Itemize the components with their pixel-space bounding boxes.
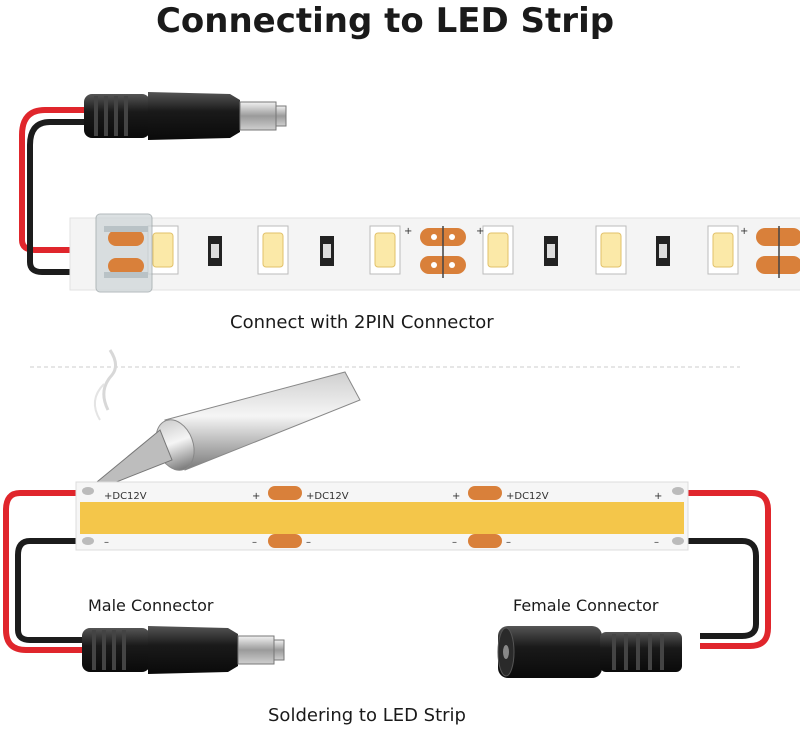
caption-soldering: Soldering to LED Strip [268,705,466,726]
plus-mark-3: + [654,491,662,502]
label-female-connector: Female Connector [513,596,659,615]
pad-label-3: +DC12V [506,491,549,502]
minus-mark-6: – [654,537,659,548]
plus-mark-1: + [252,491,260,502]
minus-mark-5: – [506,537,511,548]
svg-text:+: + [740,226,748,237]
svg-text:+: + [476,226,484,237]
2pin-clip-connector [95,213,153,293]
minus-mark-4: – [452,537,457,548]
pad-label-1: +DC12V [104,491,147,502]
top-wires [19,107,110,275]
page-title: Connecting to LED Strip [155,1,615,41]
minus-mark-3: – [306,537,311,548]
smd-led-icon [147,225,739,275]
caption-2pin-connector: Connect with 2PIN Connector [230,312,494,333]
smd-led-strip: + + + [69,217,800,291]
resistor-icon [208,236,670,266]
dc-male-connector-icon [84,92,287,140]
bottom-wires [2,490,771,653]
scissors-icon [420,226,800,278]
minus-mark-1: – [104,537,109,548]
plus-mark-2: + [452,491,460,502]
pad-label-2: +DC12V [306,491,349,502]
svg-text:+: + [404,226,412,237]
cob-led-strip [75,481,689,551]
soldering-iron-icon [91,349,361,491]
minus-mark-2: – [252,537,257,548]
label-male-connector: Male Connector [88,596,214,615]
dc-male-connector-icon [82,626,285,674]
dc-female-connector-icon [497,626,682,678]
